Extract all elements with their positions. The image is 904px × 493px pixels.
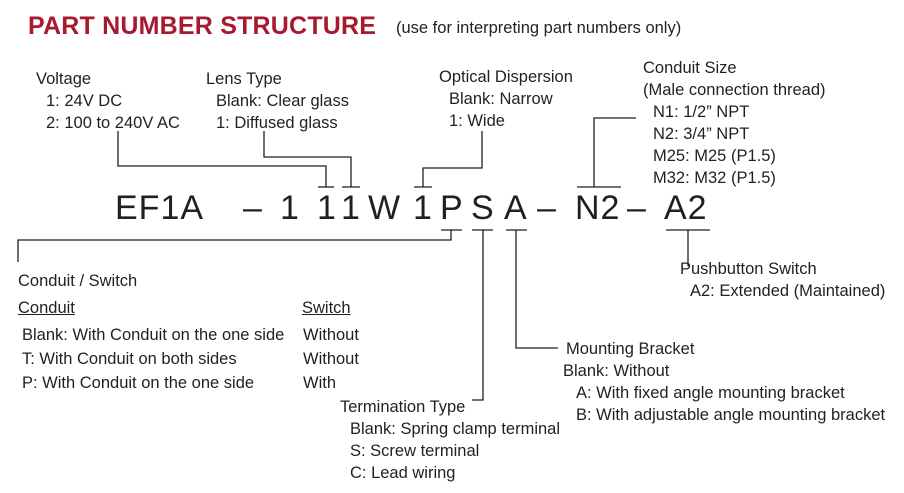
mounting-option: A: With fixed angle mounting bracket: [576, 384, 845, 402]
conduit-size-option: M32: M32 (P1.5): [653, 169, 776, 187]
conduit-size-block: Conduit Size (Male connection thread) N1…: [643, 57, 826, 189]
mounting-heading: Mounting Bracket: [566, 340, 695, 358]
pn-w-code: W: [368, 189, 402, 227]
conduit-size-option: M25: M25 (P1.5): [653, 147, 776, 165]
termination-leader: [472, 230, 484, 401]
pn-termination-code: S: [471, 189, 495, 227]
pn-dash-2: –: [537, 189, 557, 227]
dispersion-option: Blank: Narrow: [449, 90, 553, 108]
mounting-leader: [515, 230, 558, 349]
conduit-size-option: N2: 3/4” NPT: [653, 125, 750, 143]
conduit-switch-row: Blank: With Conduit on the one side: [22, 324, 284, 346]
pn-dispersion-code: 1: [413, 189, 433, 227]
conduit-size-option: N1: 1/2” NPT: [653, 103, 750, 121]
lens-block: Lens Type Blank: Clear glass 1: Diffused…: [206, 68, 349, 134]
dispersion-heading: Optical Dispersion: [439, 68, 573, 86]
pushbutton-option: A2: Extended (Maintained): [690, 282, 886, 300]
conduit-option: Blank: With Conduit on the one side: [22, 326, 285, 344]
voltage-option: 2: 100 to 240V AC: [46, 114, 180, 132]
lens-option: 1: Diffused glass: [216, 114, 338, 132]
pn-one-fixed: 1: [280, 189, 300, 227]
dispersion-leader: [422, 131, 483, 187]
pn-lens-code: 1: [341, 189, 361, 227]
switch-option: Without: [303, 326, 359, 344]
pn-pushbutton-code: A2: [664, 189, 708, 227]
lens-leader: [263, 131, 352, 187]
conduit-switch-leader: [17, 230, 452, 262]
mounting-option: B: With adjustable angle mounting bracke…: [576, 406, 886, 424]
pn-dash-1: –: [243, 189, 263, 227]
mounting-option: Blank: Without: [563, 362, 670, 380]
termination-option: S: Screw terminal: [350, 442, 480, 460]
pn-conduit-size-code: N2: [575, 189, 621, 227]
pn-bracket-code: A: [504, 189, 528, 227]
conduit-column-header: Conduit: [18, 299, 75, 317]
voltage-option: 1: 24V DC: [46, 92, 123, 110]
pn-conduit-code: P: [440, 189, 464, 227]
page-title: PART NUMBER STRUCTURE: [28, 12, 377, 40]
termination-option: Blank: Spring clamp terminal: [350, 420, 561, 438]
conduit-size-subheading: (Male connection thread): [643, 81, 826, 99]
conduit-switch-heading: Conduit / Switch: [18, 272, 138, 290]
switch-column-header: Switch: [302, 299, 351, 317]
lens-option: Blank: Clear glass: [216, 92, 349, 110]
conduit-switch-row: T: With Conduit on both sides: [22, 348, 237, 370]
conduit-option: P: With Conduit on the one side: [22, 374, 255, 392]
voltage-heading: Voltage: [36, 70, 92, 88]
pn-dash-3: –: [627, 189, 647, 227]
pushbutton-heading: Pushbutton Switch: [680, 260, 817, 278]
conduit-size-heading: Conduit Size: [643, 59, 737, 77]
pn-prefix: EF1A: [115, 189, 205, 227]
pushbutton-block: Pushbutton Switch A2: Extended (Maintain…: [680, 258, 885, 302]
voltage-block: Voltage 1: 24V DC 2: 100 to 240V AC: [36, 68, 180, 134]
dispersion-block: Optical Dispersion Blank: Narrow 1: Wide: [439, 66, 573, 132]
lens-heading: Lens Type: [206, 70, 282, 88]
conduit-size-leader: [593, 117, 636, 187]
switch-option: Without: [303, 350, 359, 368]
voltage-leader: [117, 131, 327, 187]
switch-option: With: [303, 374, 336, 392]
conduit-switch-row: P: With Conduit on the one side: [22, 372, 254, 394]
mounting-block: Mounting Bracket Blank: Without A: With …: [563, 338, 886, 426]
dispersion-option: 1: Wide: [449, 112, 505, 130]
conduit-option: T: With Conduit on both sides: [22, 350, 237, 368]
termination-option: C: Lead wiring: [350, 464, 456, 482]
title-note: (use for interpreting part numbers only): [396, 19, 682, 37]
termination-heading: Termination Type: [340, 398, 466, 416]
pn-voltage-code: 1: [317, 189, 337, 227]
termination-block: Termination Type Blank: Spring clamp ter…: [340, 396, 560, 484]
